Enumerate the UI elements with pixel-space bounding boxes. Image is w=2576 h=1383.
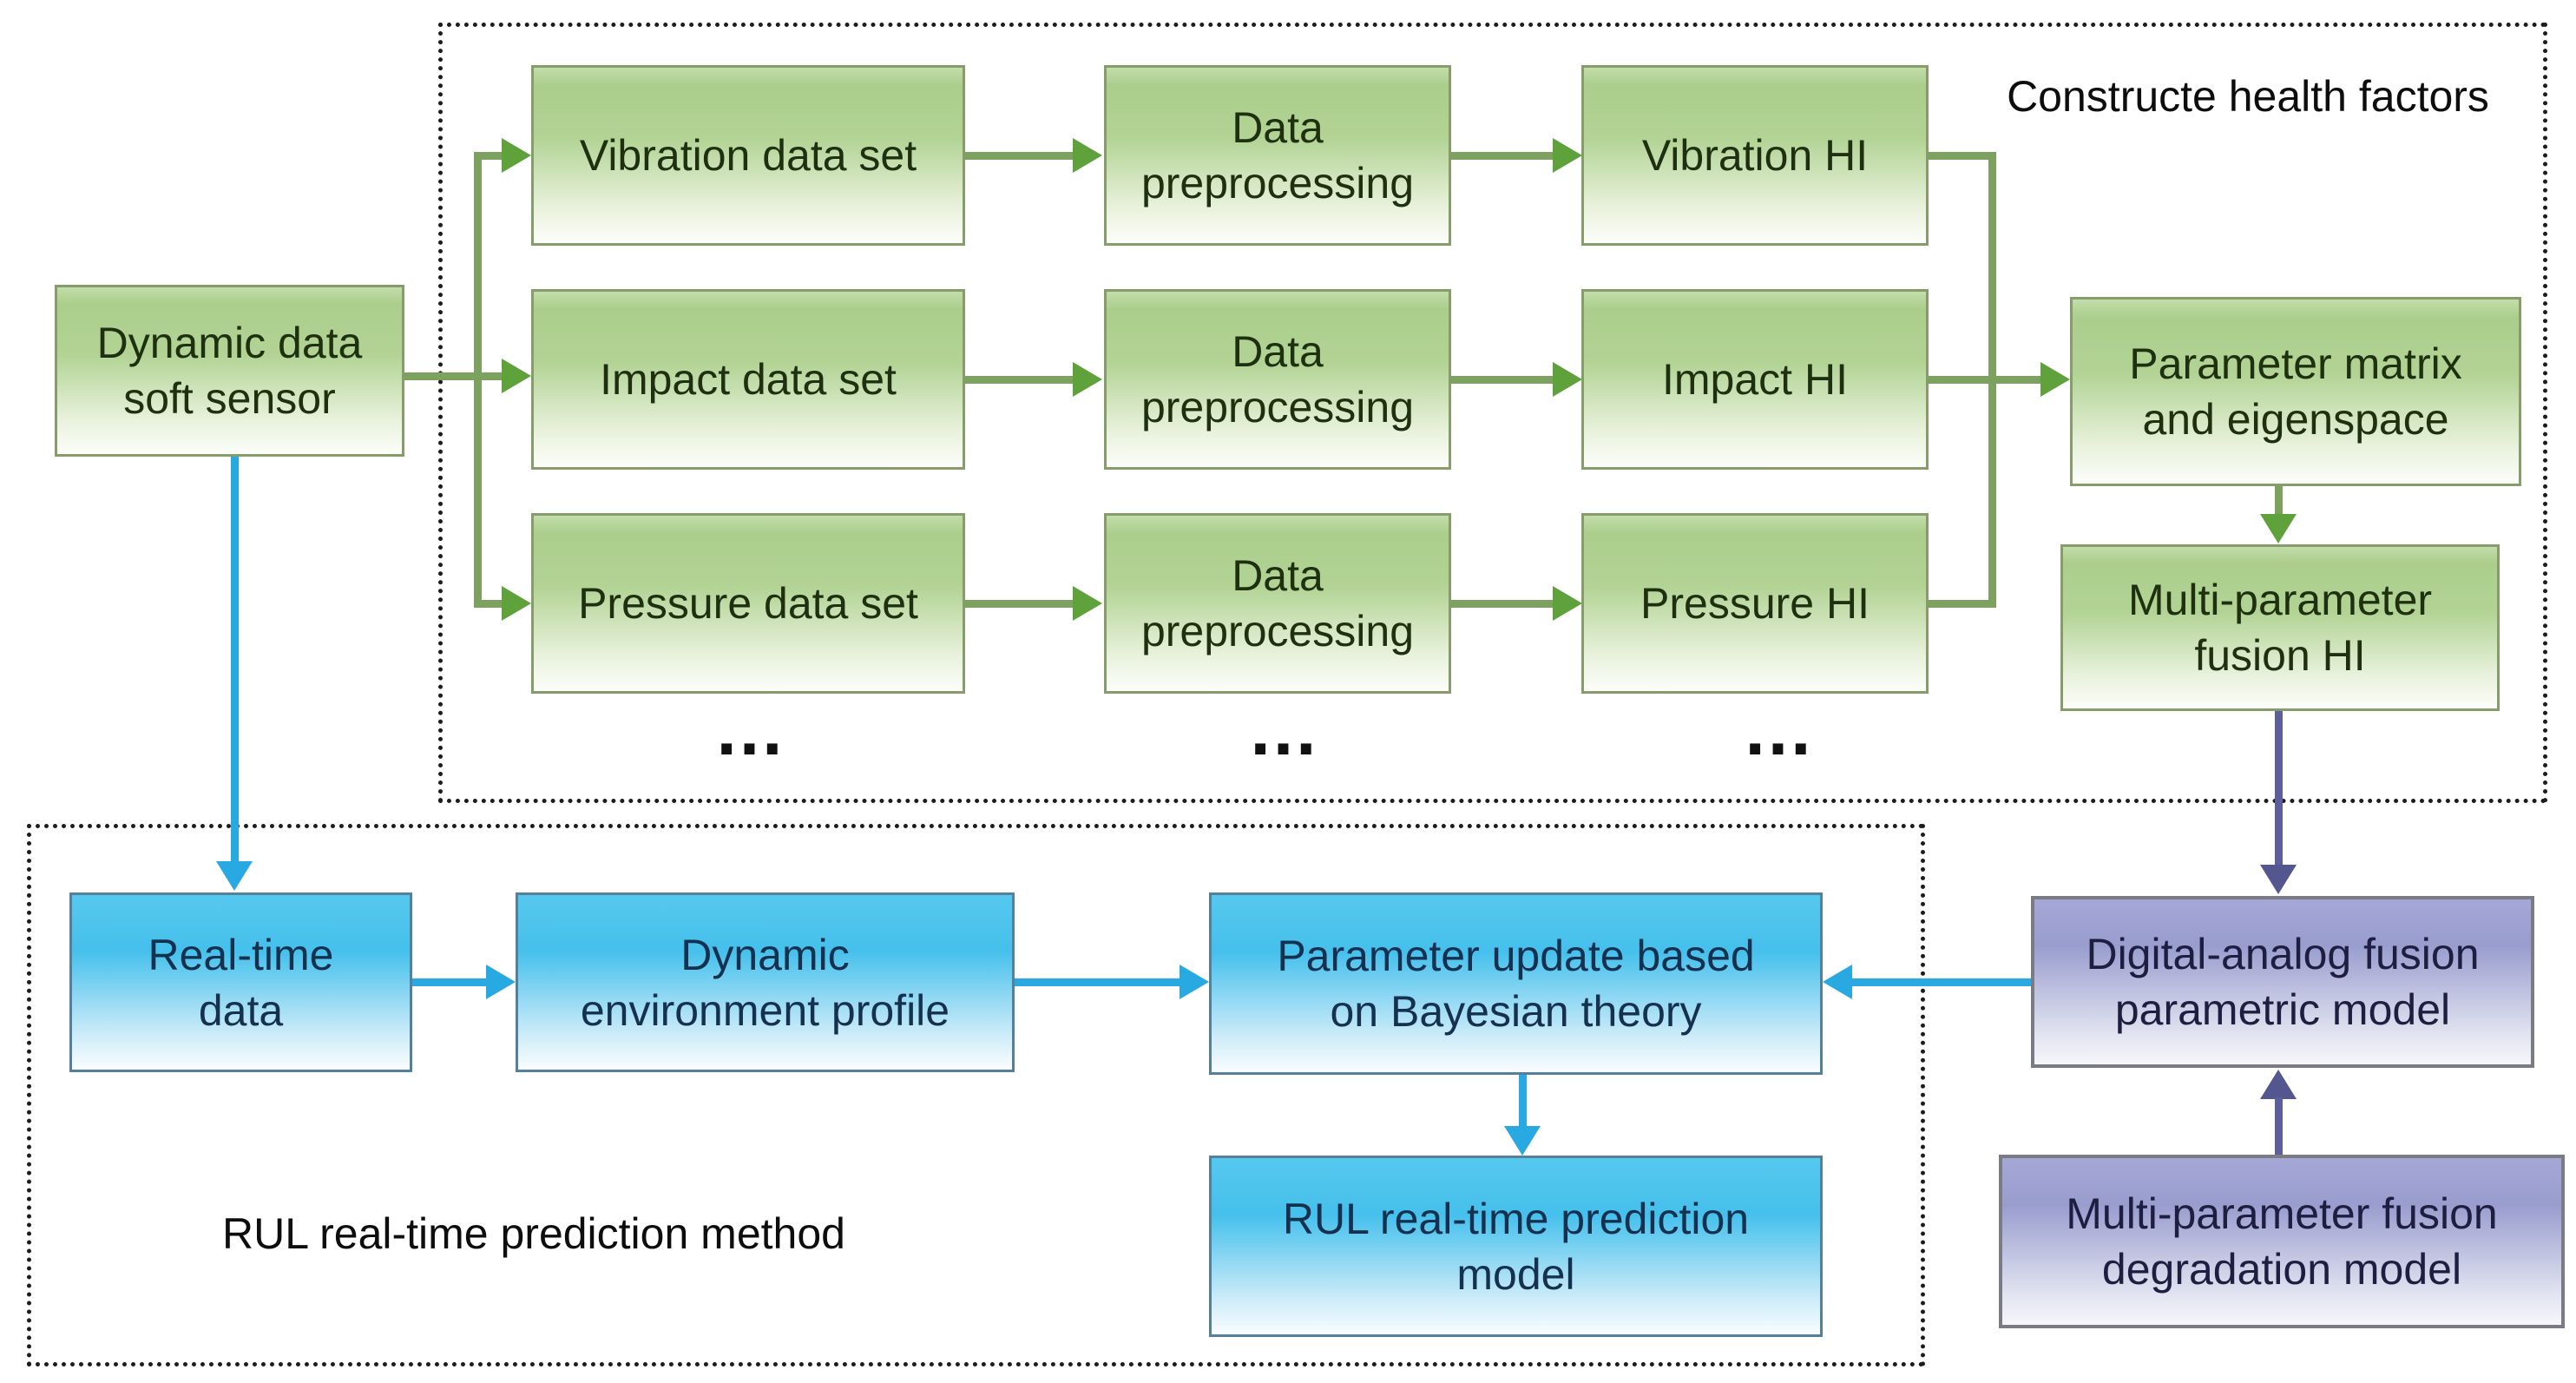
data-preprocessing-label-2: Data preprocessing — [1140, 327, 1415, 431]
arrow-vibration-to-prep-head — [1073, 138, 1102, 173]
data-preprocessing-box-2: Data preprocessing — [1104, 289, 1451, 470]
impact-hi-box: Impact HI — [1581, 289, 1929, 470]
pressure-hi-label: Pressure HI — [1640, 579, 1870, 628]
dynamic-data-soft-sensor-label: Dynamic data soft sensor — [96, 319, 363, 423]
arrow-realtime-to-env-head — [486, 965, 516, 999]
ellipsis-datasets: ... — [716, 688, 785, 770]
arrow-sensor-branch-vertical — [474, 152, 482, 608]
arrow-env-to-update-shaft — [1015, 978, 1180, 986]
arrow-matrix-to-fusion-hi-shaft — [2275, 486, 2283, 516]
parameter-update-bayesian-label: Parameter update based on Bayesian theor… — [1277, 932, 1755, 1036]
data-preprocessing-label-1: Data preprocessing — [1140, 103, 1415, 207]
impact-data-set-box: Impact data set — [531, 289, 965, 470]
dynamic-data-soft-sensor-box: Dynamic data soft sensor — [55, 285, 404, 457]
arrow-hi-to-matrix-head — [2040, 362, 2070, 397]
arrow-sensor-to-realtime-shaft — [231, 457, 239, 863]
arrow-prep-to-impact-hi-head — [1553, 362, 1582, 397]
pressure-data-set-label: Pressure data set — [578, 579, 918, 628]
arrow-degradation-to-digital-head — [2260, 1070, 2297, 1099]
connector-vibration-hi-stub — [1929, 152, 1996, 160]
pressure-hi-box: Pressure HI — [1581, 513, 1929, 694]
arrow-digital-to-update-head — [1823, 965, 1852, 999]
ellipsis-preprocessing: ... — [1250, 688, 1319, 770]
arrow-prep-to-impact-hi-shaft — [1451, 376, 1553, 384]
pressure-data-set-box: Pressure data set — [531, 513, 965, 694]
vibration-data-set-label: Vibration data set — [579, 131, 917, 180]
multi-parameter-fusion-degradation-model-label: Multi-parameter fusion degradation model — [2066, 1189, 2498, 1294]
dynamic-environment-profile-label: Dynamic environment profile — [580, 930, 950, 1035]
real-time-data-label: Real-time data — [148, 930, 334, 1035]
arrow-update-to-rul-model-shaft — [1519, 1075, 1527, 1128]
arrow-prep-to-pressure-hi-shaft — [1451, 600, 1553, 608]
digital-analog-fusion-parametric-model-box: Digital-analog fusion parametric model — [2031, 896, 2534, 1068]
vibration-hi-label: Vibration HI — [1641, 131, 1869, 180]
data-preprocessing-box-1: Data preprocessing — [1104, 65, 1451, 246]
arrow-impact-to-prep-head — [1073, 362, 1102, 397]
rul-real-time-prediction-model-label: RUL real-time prediction model — [1282, 1194, 1750, 1299]
connector-pressure-hi-stub — [1929, 600, 1996, 608]
multi-parameter-fusion-degradation-model-box: Multi-parameter fusion degradation model — [1999, 1155, 2565, 1328]
arrow-impact-to-prep-shaft — [965, 376, 1073, 384]
rul-prediction-method-region — [27, 824, 1925, 1367]
vibration-hi-box: Vibration HI — [1581, 65, 1929, 246]
parameter-update-bayesian-box: Parameter update based on Bayesian theor… — [1209, 892, 1823, 1075]
construct-health-factors-label: Constructe health factors — [2007, 72, 2489, 121]
vibration-data-set-box: Vibration data set — [531, 65, 965, 246]
arrow-fusion-hi-to-digital-head — [2260, 865, 2297, 894]
multi-parameter-fusion-hi-label: Multi-parameter fusion HI — [2127, 576, 2433, 680]
arrow-to-vibration-head — [502, 138, 531, 173]
ellipsis-hi: ... — [1745, 688, 1814, 770]
real-time-data-box: Real-time data — [69, 892, 412, 1072]
parameter-matrix-box: Parameter matrix and eigenspace — [2070, 297, 2521, 486]
arrow-matrix-to-fusion-hi-head — [2260, 514, 2297, 543]
parameter-matrix-label: Parameter matrix and eigenspace — [2129, 339, 2462, 444]
rul-real-time-prediction-model-box: RUL real-time prediction model — [1209, 1156, 1823, 1337]
arrow-vibration-to-prep-shaft — [965, 152, 1073, 160]
arrow-prep-to-vibration-hi-shaft — [1451, 152, 1553, 160]
dynamic-environment-profile-box: Dynamic environment profile — [516, 892, 1015, 1072]
construct-health-factors-region — [438, 23, 2547, 803]
arrow-sensor-branch-shaft — [404, 372, 502, 380]
arrow-fusion-hi-to-digital-shaft — [2275, 711, 2283, 866]
arrow-prep-to-pressure-hi-head — [1553, 586, 1582, 621]
impact-hi-label: Impact HI — [1662, 355, 1848, 404]
arrow-pressure-to-prep-head — [1073, 586, 1102, 621]
arrow-sensor-to-realtime-head — [216, 861, 253, 891]
arrow-to-pressure-shaft — [474, 600, 502, 608]
arrow-degradation-to-digital-shaft — [2275, 1097, 2283, 1155]
arrow-to-vibration-shaft — [474, 152, 502, 160]
arrow-digital-to-update-shaft — [1852, 978, 2031, 986]
impact-data-set-label: Impact data set — [600, 355, 897, 404]
arrow-pressure-to-prep-shaft — [965, 600, 1073, 608]
arrow-update-to-rul-model-head — [1504, 1126, 1541, 1156]
arrow-to-impact-head — [502, 359, 531, 393]
arrow-to-pressure-head — [502, 586, 531, 621]
rul-method-label: RUL real-time prediction method — [222, 1209, 845, 1258]
multi-parameter-fusion-hi-box: Multi-parameter fusion HI — [2060, 544, 2500, 711]
digital-analog-fusion-parametric-model-label: Digital-analog fusion parametric model — [2086, 930, 2480, 1034]
arrow-env-to-update-head — [1180, 965, 1209, 999]
arrow-hi-to-matrix-shaft — [1929, 376, 2040, 384]
data-preprocessing-box-3: Data preprocessing — [1104, 513, 1451, 694]
data-preprocessing-label-3: Data preprocessing — [1140, 551, 1415, 655]
arrow-realtime-to-env-shaft — [412, 978, 486, 986]
arrow-prep-to-vibration-hi-head — [1553, 138, 1582, 173]
